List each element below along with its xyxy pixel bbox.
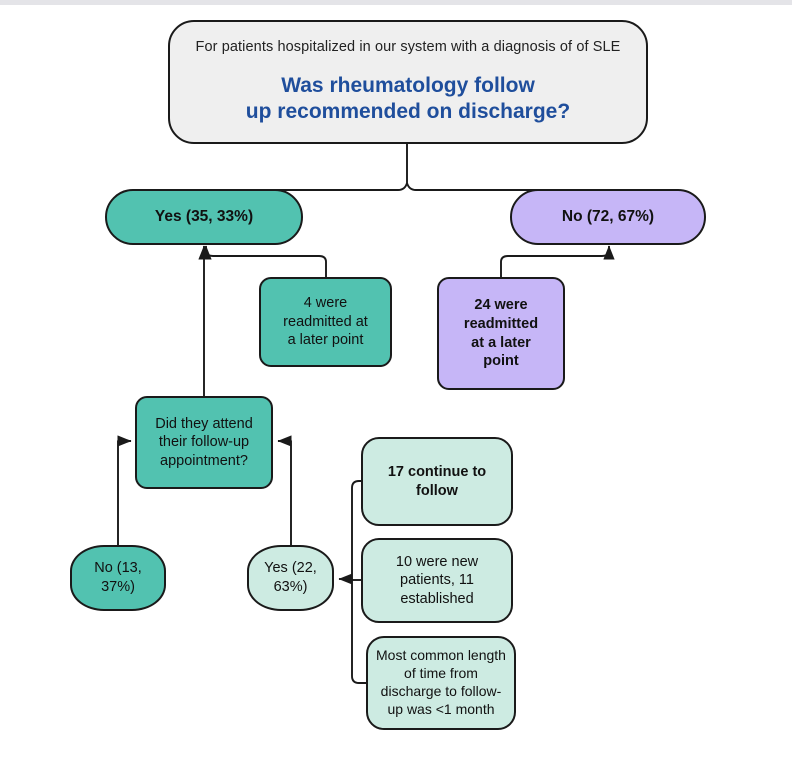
- node-continue-to-follow: 17 continue to follow: [361, 437, 513, 526]
- node-attend-question: Did they attend their follow-up appointm…: [135, 396, 273, 489]
- edge-yesbot-to-attend: [277, 435, 292, 545]
- edge-readmit-no: [500, 245, 615, 277]
- edge-readmit-yes: [200, 245, 327, 277]
- main-subtitle: For patients hospitalized in our system …: [195, 39, 621, 55]
- node-readmitted-yes-branch: 4 were readmitted at a later point: [259, 277, 392, 367]
- node-no-recommended: No (72, 67%): [510, 189, 706, 245]
- node-main-question: For patients hospitalized in our system …: [168, 20, 648, 144]
- edge-nobot-to-attend: [117, 435, 132, 545]
- top-strip: [0, 0, 792, 5]
- node-time-to-followup: Most common length of time from discharg…: [366, 636, 516, 730]
- node-attend-no: No (13, 37%): [70, 545, 166, 611]
- node-yes-recommended: Yes (35, 33%): [105, 189, 303, 245]
- edge-continue-bracket: [351, 480, 361, 578]
- node-attend-yes: Yes (22, 63%): [247, 545, 334, 611]
- node-readmitted-no-branch: 24 were readmitted at a later point: [437, 277, 565, 390]
- node-new-vs-established: 10 were new patients, 11 established: [361, 538, 513, 623]
- main-question: Was rheumatology follow up recommended o…: [245, 73, 571, 123]
